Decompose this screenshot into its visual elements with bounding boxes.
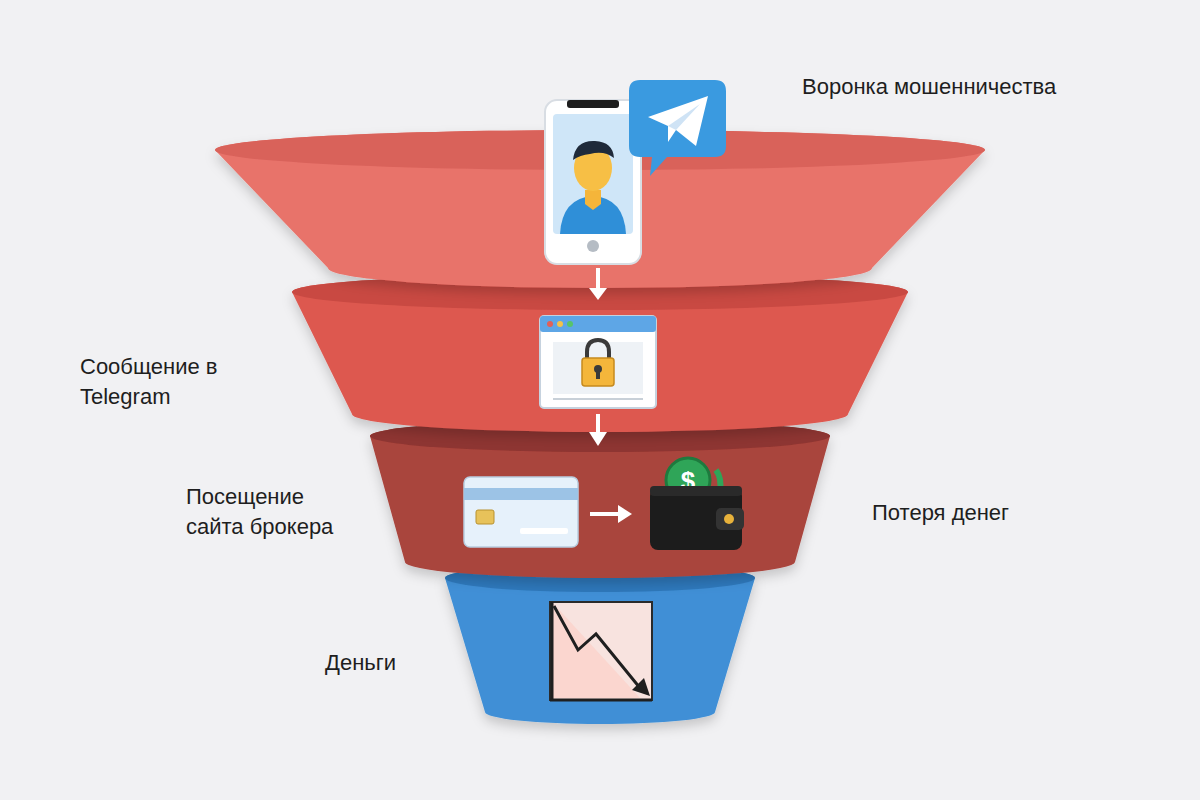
label-text: Потеря денег [872,498,1072,528]
label-text: Деньги [325,648,445,678]
label-text: Сообщение в Telegram [80,352,250,412]
label-text: Посещение сайта брокера [186,482,356,542]
diagram-title: Воронка мошенничества [802,72,1122,102]
